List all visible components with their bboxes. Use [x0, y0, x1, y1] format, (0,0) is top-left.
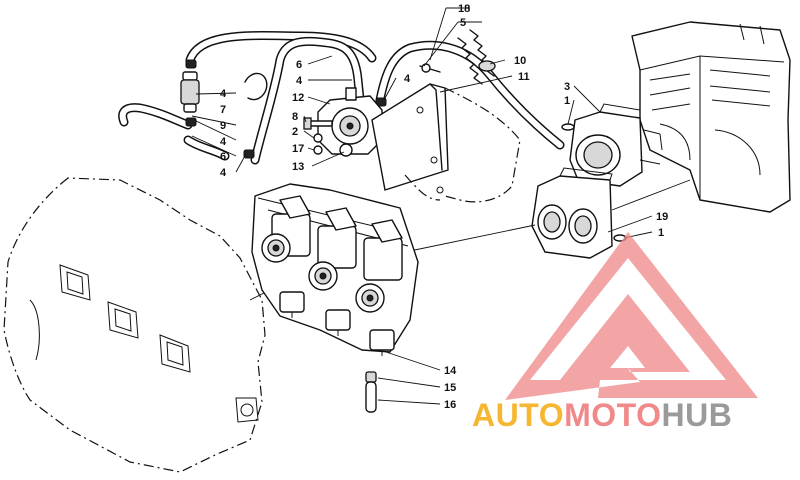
callout-12: 12 [292, 92, 304, 104]
hose-clamps [185, 59, 387, 159]
callout-1-upper: 1 [564, 95, 570, 107]
watermark-auto: AUTO [472, 397, 564, 433]
callout-13: 13 [292, 161, 304, 173]
svg-text:AUTOMOTOHUB: AUTOMOTOHUB [472, 397, 732, 433]
callout-labels: 18 5 10 11 6 4 4 4 12 8 2 17 13 7 9 4 6 … [220, 3, 668, 411]
callout-11: 11 [518, 71, 530, 83]
callout-7: 7 [220, 104, 226, 116]
callout-9: 9 [220, 120, 226, 132]
callout-1-lower: 1 [658, 227, 664, 239]
callout-15: 15 [444, 382, 456, 394]
callout-4-top: 4 [296, 75, 303, 87]
callout-3: 3 [564, 81, 570, 93]
drain-tube [365, 381, 377, 413]
intake-silencer-housing [631, 21, 791, 213]
fuel-filter [180, 71, 200, 113]
callout-6-top: 6 [296, 59, 302, 71]
callout-17: 17 [292, 143, 304, 155]
pump-mounting-bracket [371, 83, 449, 191]
check-valve [419, 63, 441, 73]
carburetor-body-2 [308, 225, 357, 291]
hose-clamp-ring [244, 72, 268, 101]
carburetor-assembly [251, 183, 419, 356]
bracket-support-frame [404, 87, 521, 203]
fuel-hoses [118, 31, 565, 165]
drain-valve [365, 371, 377, 383]
callout-8: 8 [292, 111, 298, 123]
callout-10: 10 [514, 55, 526, 67]
callout-16: 16 [444, 399, 456, 411]
pump-fasteners [303, 117, 333, 155]
callout-leaders [191, 7, 653, 405]
callout-4-bottom: 4 [220, 167, 227, 179]
callout-14: 14 [444, 365, 457, 377]
callout-2: 2 [292, 126, 298, 138]
watermark-moto: MOTO [564, 397, 661, 433]
callout-4-right: 4 [404, 73, 411, 85]
engine-outline [3, 177, 266, 473]
assembly-connector-lines [249, 159, 691, 301]
carburetor-body-1 [261, 213, 311, 263]
callout-18: 18 [458, 3, 470, 15]
callout-6-low: 6 [220, 151, 226, 163]
airbox-adapter-lower [531, 167, 613, 259]
callout-19: 19 [656, 211, 668, 223]
watermark-logo: AUTOMOTOHUB [472, 232, 758, 433]
callout-4-low: 4 [220, 136, 227, 148]
watermark-hub: HUB [661, 397, 732, 433]
carburetor-body-3 [355, 237, 403, 313]
airbox-adapter-upper [569, 103, 643, 187]
callout-4-mid: 4 [220, 88, 227, 100]
callout-5: 5 [460, 17, 466, 29]
